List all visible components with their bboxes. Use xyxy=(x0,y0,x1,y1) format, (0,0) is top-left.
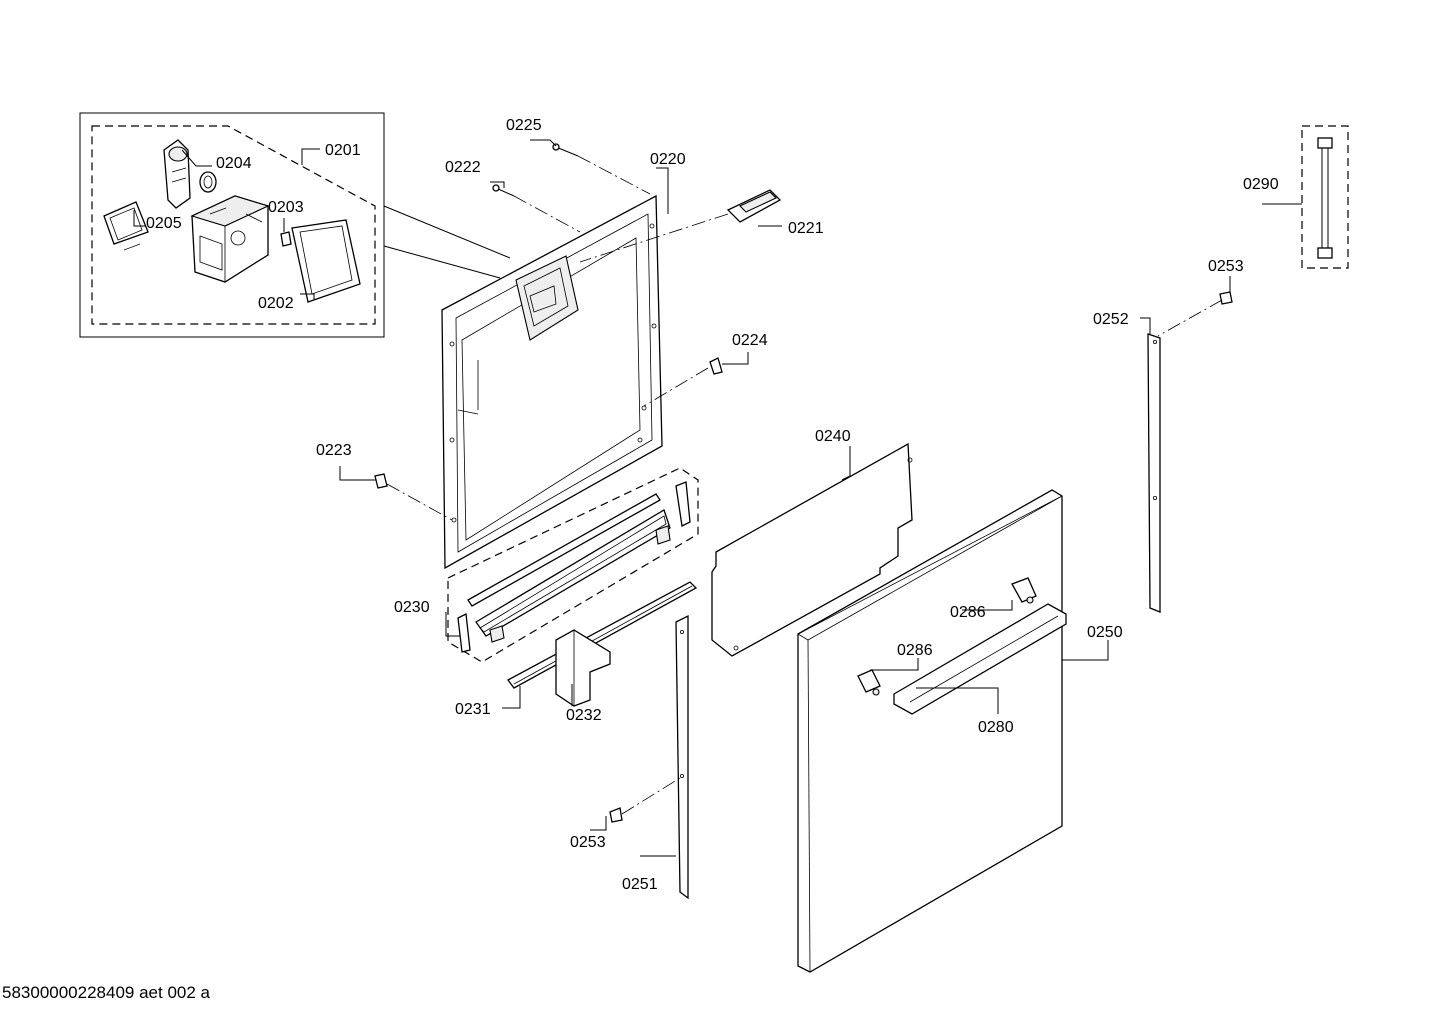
label-0221: 0221 xyxy=(788,220,824,237)
screw-0224 xyxy=(709,357,723,375)
dispenser-housing xyxy=(190,195,270,283)
detail-inset xyxy=(79,112,511,338)
screw-0223 xyxy=(374,473,388,489)
side-strip-left xyxy=(675,614,689,900)
dispenser-lid xyxy=(103,201,149,251)
label-0224: 0224 xyxy=(732,332,768,349)
hinge-bracket xyxy=(555,629,611,707)
label-0253-upper: 0253 xyxy=(1208,258,1244,275)
drawing-id: 58300000228409 aet 002 a xyxy=(2,983,211,1002)
label-0240: 0240 xyxy=(815,428,851,445)
insulation-panel xyxy=(711,442,913,657)
label-0253-lower: 0253 xyxy=(570,834,606,851)
label-0203: 0203 xyxy=(268,199,304,216)
screw-0222 xyxy=(492,184,515,197)
part-labels: 0201 0204 0205 0203 0202 0225 0222 0220 … xyxy=(146,117,1279,893)
label-0280: 0280 xyxy=(978,719,1014,736)
label-0251: 0251 xyxy=(622,876,658,893)
label-0232: 0232 xyxy=(566,707,602,724)
rinse-aid-cover xyxy=(163,139,191,209)
plug xyxy=(280,231,292,247)
seal-ring xyxy=(199,171,217,193)
label-0250: 0250 xyxy=(1087,624,1123,641)
label-0231: 0231 xyxy=(455,701,491,718)
label-0286-lower: 0286 xyxy=(897,642,933,659)
label-0225: 0225 xyxy=(506,117,542,134)
label-0230: 0230 xyxy=(394,599,430,616)
label-0205: 0205 xyxy=(146,215,182,232)
hinge-rod xyxy=(507,581,698,689)
label-0223: 0223 xyxy=(316,442,352,459)
side-strip-right xyxy=(1147,333,1161,613)
handle-stud-lower xyxy=(857,669,881,696)
label-0202: 0202 xyxy=(258,295,294,312)
screw-0253-upper xyxy=(1219,291,1233,305)
label-0204: 0204 xyxy=(216,155,252,172)
label-0220: 0220 xyxy=(650,151,686,168)
inner-door-panel xyxy=(441,194,663,570)
label-0286-upper: 0286 xyxy=(950,604,986,621)
screw-0253-lower xyxy=(609,807,623,823)
hinge-group xyxy=(447,467,699,663)
seal-frame xyxy=(291,219,361,303)
label-0290: 0290 xyxy=(1243,176,1279,193)
label-0201: 0201 xyxy=(325,142,361,159)
handle-stud-upper xyxy=(1011,577,1037,604)
leader-lines xyxy=(133,139,1302,857)
door-latch xyxy=(726,189,782,223)
label-0222: 0222 xyxy=(445,159,481,176)
screw-0225 xyxy=(552,143,579,157)
label-0252: 0252 xyxy=(1093,311,1129,328)
cable-harness xyxy=(1301,125,1349,269)
